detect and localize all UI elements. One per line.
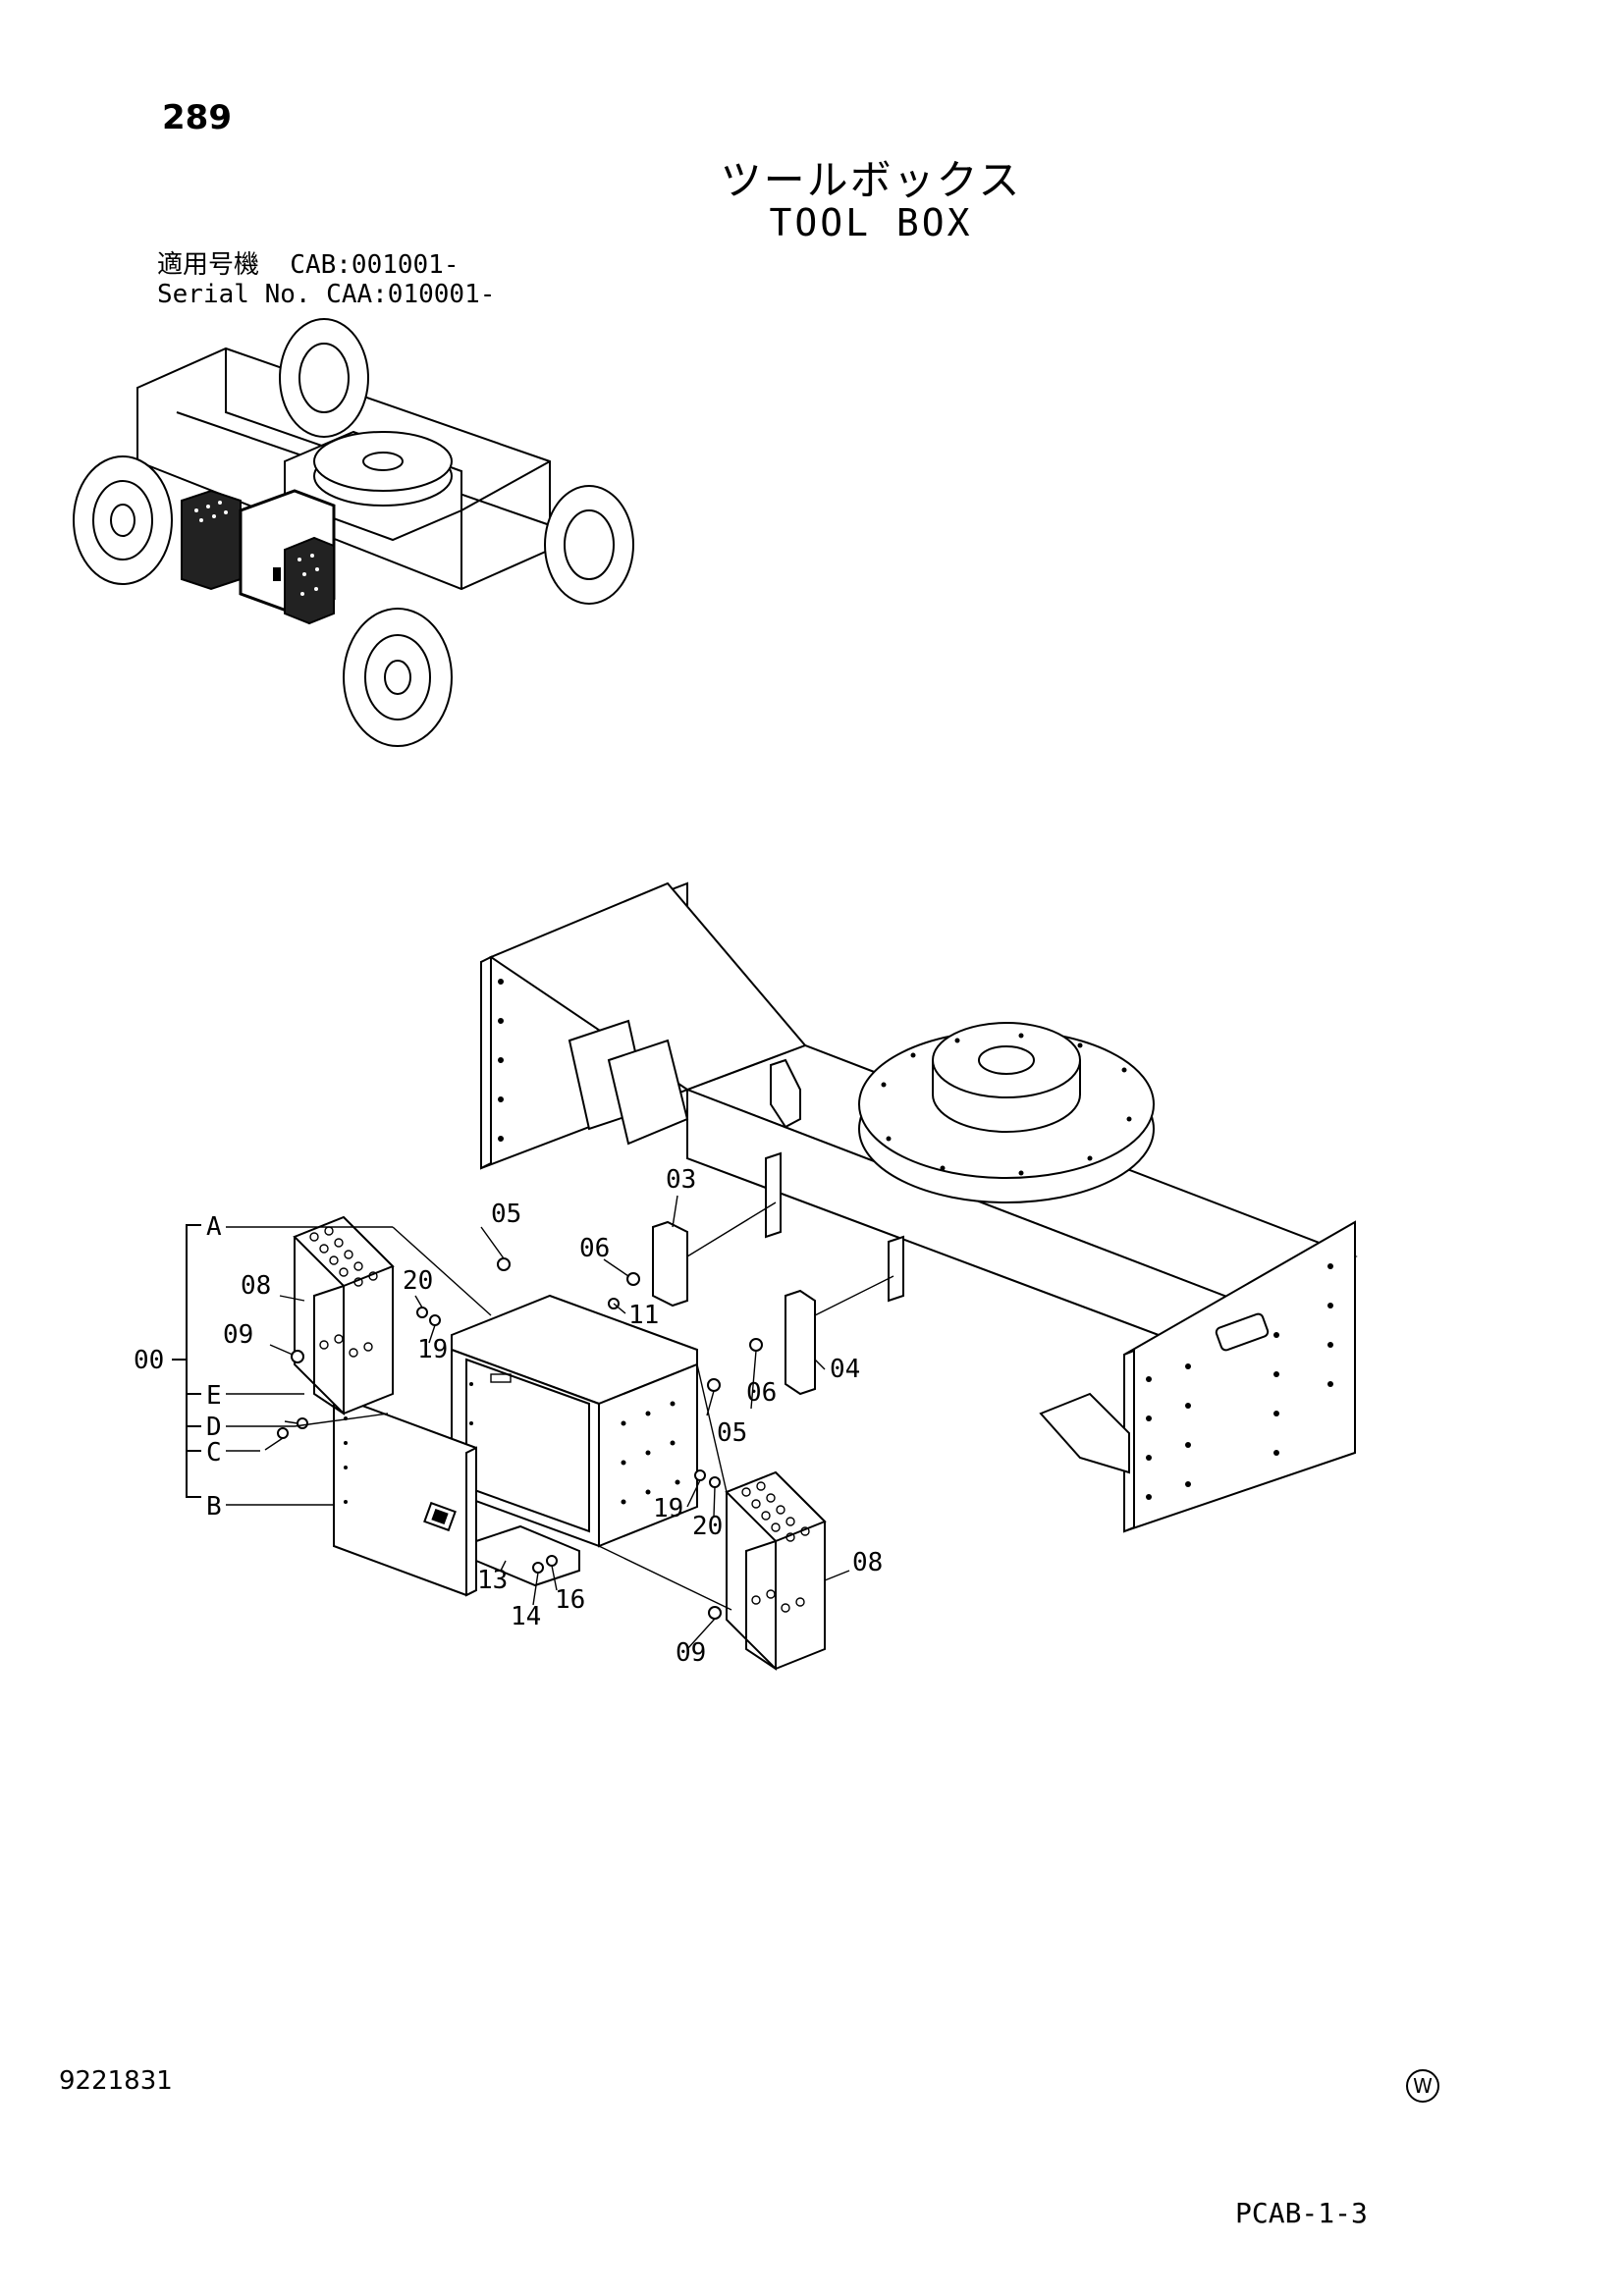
bracket-label-c: C [206, 1438, 222, 1468]
callout-09-right: 09 [676, 1638, 706, 1668]
leader-lines [226, 1195, 894, 1650]
page-title-japanese: ツールボックス [720, 156, 1022, 204]
channel-13 [475, 1524, 580, 1587]
callout-labels: A E D C B 00 05 06 03 11 20 19 08 09 06 … [134, 1165, 883, 1668]
machine-overview-illustration [73, 318, 634, 747]
toolbox-exploded-view [172, 1195, 894, 1671]
watermark-mark: W [1406, 2069, 1439, 2103]
assembly-bracket [186, 1224, 201, 1498]
callout-06-lower: 06 [746, 1378, 777, 1408]
step-left [293, 1215, 395, 1415]
callout-05-upper: 05 [491, 1200, 521, 1229]
callout-08-right: 08 [852, 1548, 883, 1577]
serial-line-jp: 適用号機 CAB:001001- [157, 250, 460, 280]
bracket-label-b: B [206, 1492, 222, 1522]
callout-08-left: 08 [241, 1271, 271, 1301]
axle-frame-illustration [480, 881, 1358, 1533]
callout-09-left: 09 [223, 1320, 253, 1350]
page-title: TOOL BOX [769, 201, 973, 244]
serial-number-block: 適用号機 CAB:001001- Serial No. CAA:010001- [157, 250, 495, 309]
callout-13: 13 [477, 1566, 508, 1595]
bracket-label-a: A [206, 1212, 222, 1242]
callout-03: 03 [666, 1165, 696, 1195]
sheet-code: PCAB-1-3 [1235, 2197, 1368, 2229]
callout-06-upper: 06 [579, 1234, 610, 1263]
callout-04: 04 [830, 1355, 860, 1384]
bracket-label-e: E [206, 1381, 222, 1411]
callout-05-lower: 05 [717, 1418, 747, 1448]
step-right [725, 1470, 827, 1671]
callout-11: 11 [628, 1301, 659, 1330]
document-code: 9221831 [59, 2066, 173, 2096]
callout-19-left: 19 [417, 1335, 448, 1364]
callout-19-right: 19 [653, 1494, 683, 1523]
callout-14: 14 [511, 1602, 541, 1631]
page-number: 289 [162, 98, 232, 137]
callout-20-left: 20 [403, 1266, 433, 1296]
assembly-label-00: 00 [134, 1346, 164, 1375]
callout-16: 16 [555, 1585, 585, 1615]
toolbox-body [451, 1294, 698, 1548]
bracket-04 [785, 1289, 816, 1396]
bracket-label-d: D [206, 1413, 222, 1442]
toolbox-overview-highlight [181, 489, 336, 625]
callout-20-right: 20 [692, 1512, 723, 1541]
fastener-set [277, 1257, 763, 1620]
bracket-03 [652, 1220, 688, 1308]
serial-line-en: Serial No. CAA:010001- [157, 280, 496, 309]
